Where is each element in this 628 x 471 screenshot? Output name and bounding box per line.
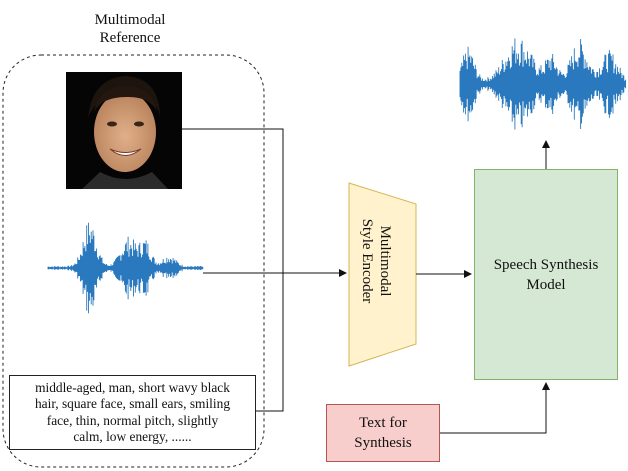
text-desc-to-encoder-connector: [256, 273, 284, 412]
text-for-synthesis-box: Text for Synthesis: [326, 404, 440, 462]
model-label-line-1: Speech Synthesis: [493, 256, 599, 273]
style-encoder-label-line-1: Multimodal: [377, 225, 393, 297]
style-encoder-label: Multimodal Style Encoder: [326, 201, 426, 321]
description-line-1: middle-aged, man, short wavy black: [35, 379, 230, 395]
text-to-model-arrow: [440, 382, 550, 434]
style-encoder-shape: [348, 182, 417, 367]
model-label-line-2: Model: [526, 276, 566, 293]
text-input-label-line-1: Text for: [359, 415, 407, 431]
reference-title-line-1: Multimodal: [94, 12, 166, 28]
text-description-box: middle-aged, man, short wavy black hair,…: [9, 375, 256, 450]
output-waveform: [459, 38, 627, 130]
description-line-3: face, thin, normal pitch, slightly: [46, 412, 219, 428]
style-encoder-label-line-2: Style Encoder: [359, 218, 375, 304]
out-wave-path: [459, 38, 627, 130]
reference-container: [2, 54, 265, 468]
face-photo: [66, 72, 182, 189]
description-line-2: hair, square face, small ears, smiling: [34, 396, 231, 412]
speech-synthesis-model-box: Speech Synthesis Model: [474, 169, 618, 380]
ref-wave-path: [47, 222, 204, 314]
reference-title-line-2: Reference: [99, 30, 161, 46]
description-line-4: calm, low energy, ......: [73, 428, 192, 444]
text-input-label-line-2: Synthesis: [354, 435, 412, 451]
reference-title: Multimodal Reference: [65, 11, 195, 47]
reference-waveform: [47, 222, 204, 314]
